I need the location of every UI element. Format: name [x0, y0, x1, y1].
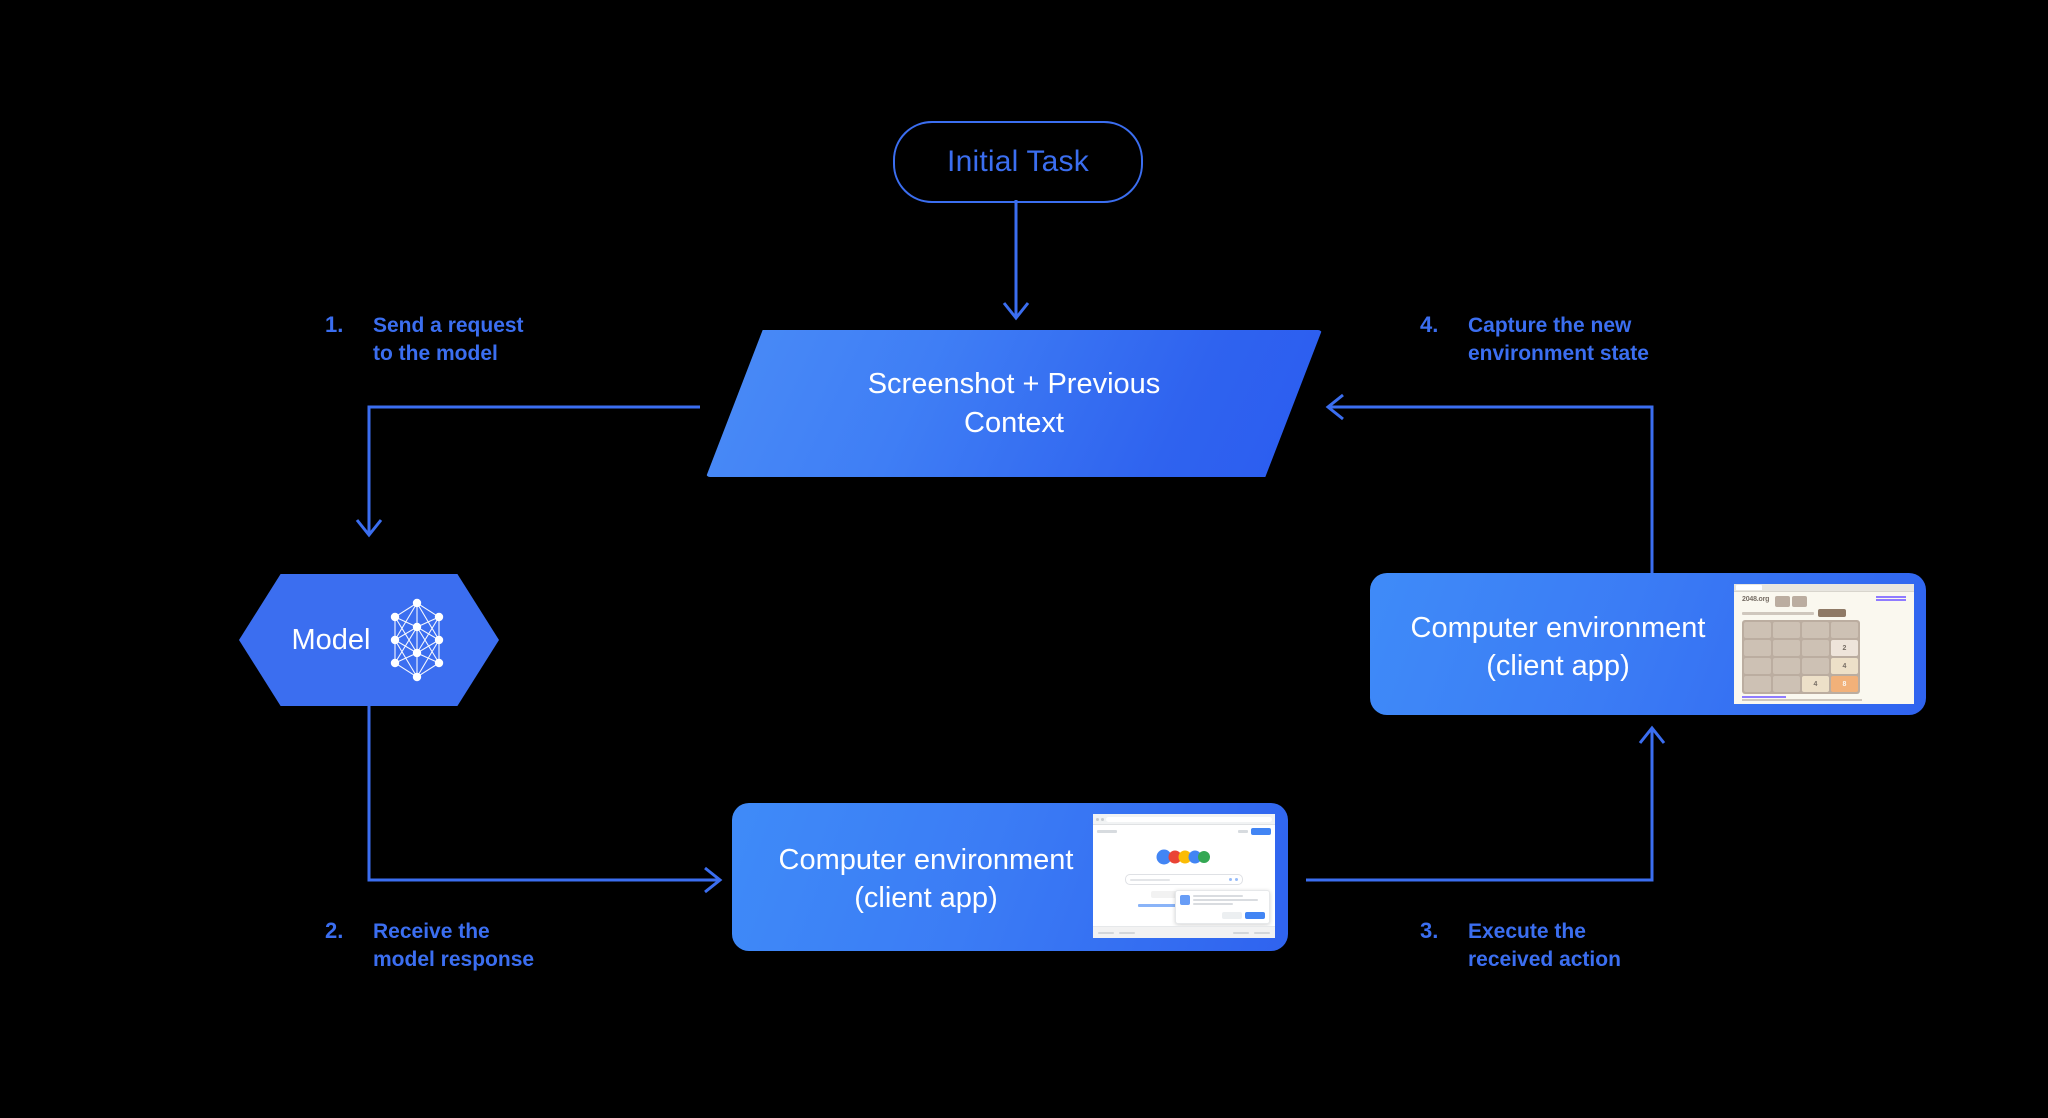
score-box	[1775, 596, 1791, 607]
best-score-box	[1792, 596, 1808, 607]
node-environment-right[interactable]: Computer environment (client app) 2048.o…	[1370, 573, 1926, 715]
step-3-text: Execute the received action	[1468, 920, 1621, 972]
dialog-primary-button	[1245, 912, 1265, 919]
header-links	[1876, 596, 1906, 601]
context-label: Screenshot + Previous Context	[706, 330, 1322, 477]
step-label-1: 1. Send a request to the model	[325, 312, 524, 369]
node-initial-task[interactable]: Initial Task	[893, 121, 1143, 203]
microphone-icon	[1229, 878, 1232, 881]
game-grid: 2 4 4 8	[1742, 620, 1860, 694]
dialog-icon	[1180, 895, 1190, 905]
new-game-button	[1818, 609, 1846, 617]
step-1-number: 1.	[325, 312, 344, 337]
game-title: 2048.org	[1742, 596, 1770, 603]
tile: 4	[1802, 676, 1829, 692]
model-label: Model	[291, 623, 371, 656]
step-2-text: Receive the model response	[373, 920, 535, 972]
tile: 8	[1831, 676, 1858, 692]
step-label-2: 2. Receive the model response	[325, 918, 534, 975]
sign-in-button	[1251, 828, 1271, 835]
node-environment-bottom[interactable]: Computer environment (client app)	[732, 803, 1288, 951]
browser-tab-bar	[1734, 584, 1914, 592]
neural-network-icon	[390, 598, 443, 682]
popup-dialog	[1175, 890, 1270, 924]
screenshot-2048-game: 2048.org	[1734, 584, 1914, 704]
environment-right-label: Computer environment (client app)	[1410, 612, 1706, 683]
node-screenshot-context[interactable]: Screenshot + Previous Context	[706, 330, 1322, 477]
browser-chrome	[1093, 814, 1275, 825]
initial-task-label: Initial Task	[947, 145, 1089, 178]
dialog-secondary-button	[1222, 912, 1242, 919]
search-input	[1125, 874, 1243, 885]
environment-bottom-label: Computer environment (client app)	[778, 844, 1074, 915]
parallelogram-shape	[706, 330, 1322, 477]
step-label-4: 4. Capture the new environment state	[1420, 312, 1649, 369]
step-2-number: 2.	[325, 918, 344, 943]
node-model[interactable]: Model	[239, 574, 499, 706]
screenshot-google-search	[1093, 814, 1275, 938]
step-4-text: Capture the new environment state	[1468, 314, 1649, 366]
step-1-text: Send a request to the model	[373, 314, 524, 366]
google-logo	[1156, 849, 1210, 865]
score-boxes	[1775, 596, 1808, 607]
page-footer	[1093, 926, 1275, 938]
step-3-number: 3.	[1420, 918, 1439, 943]
step-label-3: 3. Execute the received action	[1420, 918, 1621, 975]
context-label-line2: Context	[964, 406, 1064, 439]
step-4-number: 4.	[1420, 312, 1439, 337]
browser-tab	[1736, 585, 1762, 590]
google-search-button	[1151, 891, 1181, 898]
context-label-line1: Screenshot + Previous	[867, 368, 1161, 401]
tile: 4	[1831, 658, 1858, 674]
address-bar	[1106, 816, 1272, 822]
camera-icon	[1235, 878, 1238, 881]
tile: 2	[1831, 640, 1858, 656]
hexagon-shape	[239, 574, 499, 706]
